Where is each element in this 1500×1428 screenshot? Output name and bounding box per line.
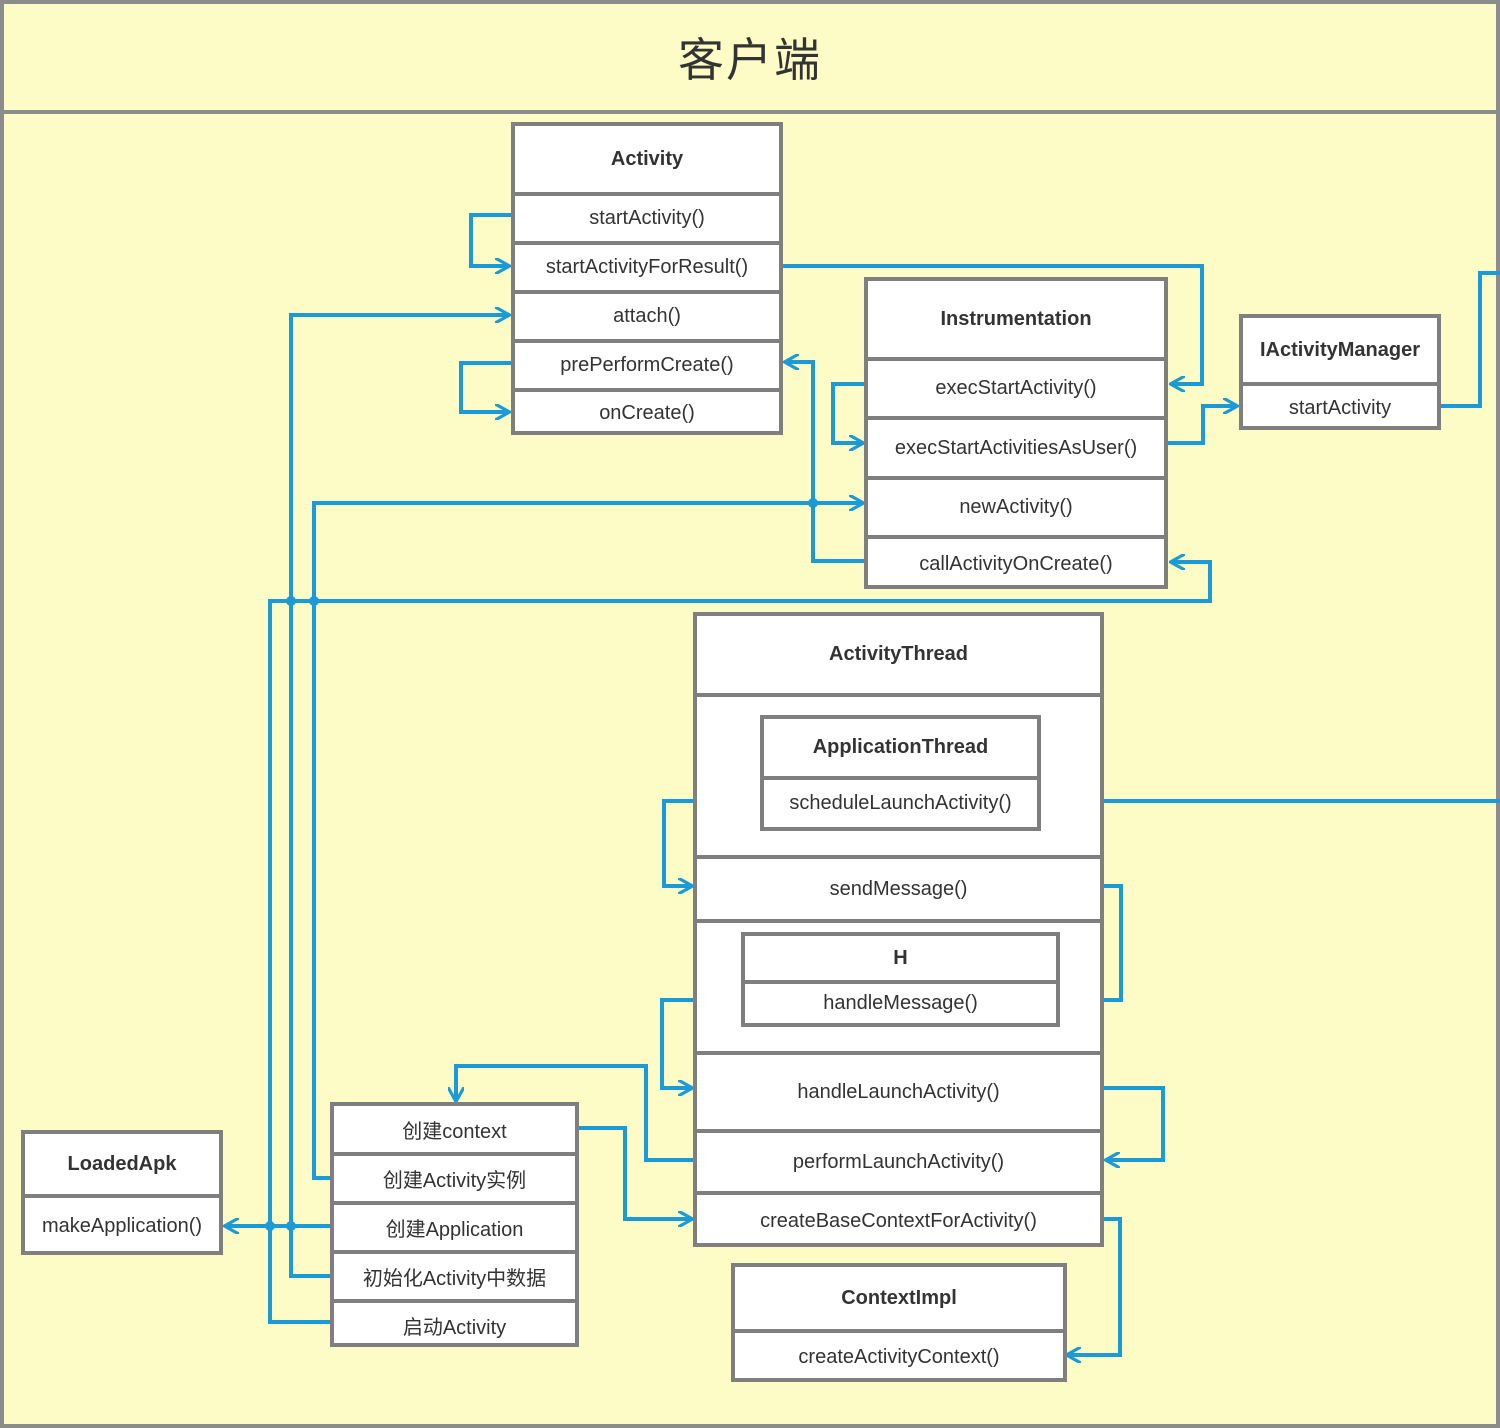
h-title: H (893, 946, 908, 969)
connector-callOnCreate-to-prePerformCreate (786, 362, 866, 563)
method-onCreate: onCreate() (599, 402, 695, 424)
divider (764, 776, 1037, 780)
connector-iam-to-server (1439, 271, 1500, 408)
method-createActivityContext: createActivityContext() (798, 1346, 1000, 1368)
activitythread-title: ActivityThread (829, 643, 968, 665)
connector-forResult-to-execStartActivity (782, 264, 1204, 384)
activity-title: Activity (610, 147, 684, 170)
connector-start-to-callOnCreate (268, 562, 1212, 1324)
divider (515, 339, 779, 343)
method-sendMessage: sendMessage() (829, 877, 968, 900)
method-createBaseContextForActivity: createBaseContextForActivity() (760, 1209, 1037, 1232)
loadedapk-title: LoadedApk (67, 1152, 177, 1175)
divider (868, 535, 1164, 539)
method-newActivity: newActivity() (959, 496, 1073, 518)
junction-dot (286, 596, 296, 606)
method-handleMessage: handleMessage() (823, 992, 978, 1014)
divider (1243, 382, 1437, 386)
step-init-activity-data: 初始化Activity中数据 (362, 1268, 547, 1290)
method-startActivityForResult: startActivityForResult() (545, 256, 749, 278)
divider (697, 1191, 1100, 1195)
step-create-activity-instance: 创建Activity实例 (382, 1170, 527, 1192)
method-prePerformCreate: prePerformCreate() (560, 354, 734, 376)
divider (697, 855, 1100, 859)
activitythread-class-box: ActivityThread sendMessage() handleLaunc… (693, 612, 1104, 1247)
connector-handleLaunch-to-performLaunch (1101, 1086, 1165, 1160)
divider (334, 1152, 575, 1156)
iactivitymanager-title: IActivityManager (1259, 338, 1421, 361)
method-execStartActivitiesAsUser: execStartActivitiesAsUser() (894, 436, 1138, 459)
divider (868, 476, 1164, 480)
junction-dot (286, 1221, 296, 1231)
connector-createBase-to-contextImpl (1068, 1217, 1122, 1355)
method-callActivityOnCreate: callActivityOnCreate() (919, 552, 1113, 575)
h-class-box: H handleMessage() (741, 932, 1060, 1027)
junction-dot (808, 498, 818, 508)
launch-steps-box: 创建context 创建Activity实例 创建Application 初始化… (330, 1102, 579, 1347)
divider (515, 241, 779, 245)
method-attach: attach() (613, 305, 681, 327)
divider (334, 1299, 575, 1303)
step-create-context: 创建context (402, 1120, 507, 1143)
step-start-activity: 启动Activity (402, 1316, 507, 1339)
method-execStartActivity: execStartActivity() (935, 377, 1097, 399)
divider (515, 290, 779, 294)
method-makeApplication: makeApplication() (41, 1215, 203, 1237)
divider (334, 1201, 575, 1205)
divider (868, 416, 1164, 420)
connector-instance-to-newActivity (312, 503, 862, 1180)
divider (697, 919, 1100, 923)
divider (697, 1129, 1100, 1133)
divider (735, 1329, 1063, 1333)
applicationthread-title: ApplicationThread (812, 736, 989, 758)
divider (334, 1250, 575, 1254)
page-title: 客户端 (0, 0, 1500, 114)
divider (515, 192, 779, 196)
loadedapk-class-box: LoadedApk makeApplication() (21, 1130, 223, 1255)
instrumentation-class-box: Instrumentation execStartActivity() exec… (864, 277, 1168, 589)
activity-class-box: Activity startActivity() startActivityFo… (511, 122, 783, 435)
divider (697, 693, 1100, 697)
method-scheduleLaunchActivity: scheduleLaunchActivity() (789, 792, 1012, 814)
junction-dot (265, 1221, 275, 1231)
connector-context-to-createBase (577, 1126, 691, 1219)
divider (868, 357, 1164, 361)
instrumentation-title: Instrumentation (940, 307, 1092, 330)
divider (697, 1051, 1100, 1055)
connector-prePerformCreate-to-onCreate (459, 361, 512, 412)
divider (25, 1194, 219, 1198)
iactivitymanager-class-box: IActivityManager startActivity (1239, 314, 1441, 430)
method-handleLaunchActivity: handleLaunchActivity() (797, 1080, 1000, 1103)
connector-execStart-to-asUser (831, 382, 866, 443)
connector-performLaunch-to-steps (456, 1064, 695, 1162)
step-create-application: 创建Application (385, 1219, 524, 1241)
method-performLaunchActivity: performLaunchActivity() (792, 1150, 1005, 1173)
divider (745, 980, 1056, 984)
contextimpl-title: ContextImpl (841, 1286, 957, 1309)
connector-init-to-attach (289, 315, 508, 1278)
contextimpl-class-box: ContextImpl createActivityContext() (731, 1263, 1067, 1382)
connector-startActivity-to-forResult (469, 213, 512, 266)
method-startActivity-remote: startActivity (1288, 396, 1392, 419)
divider (515, 388, 779, 392)
connector-asUser-to-iam (1166, 406, 1236, 445)
applicationthread-class-box: ApplicationThread scheduleLaunchActivity… (760, 715, 1041, 831)
method-startActivity: startActivity() (589, 207, 705, 229)
junction-dot (309, 596, 319, 606)
